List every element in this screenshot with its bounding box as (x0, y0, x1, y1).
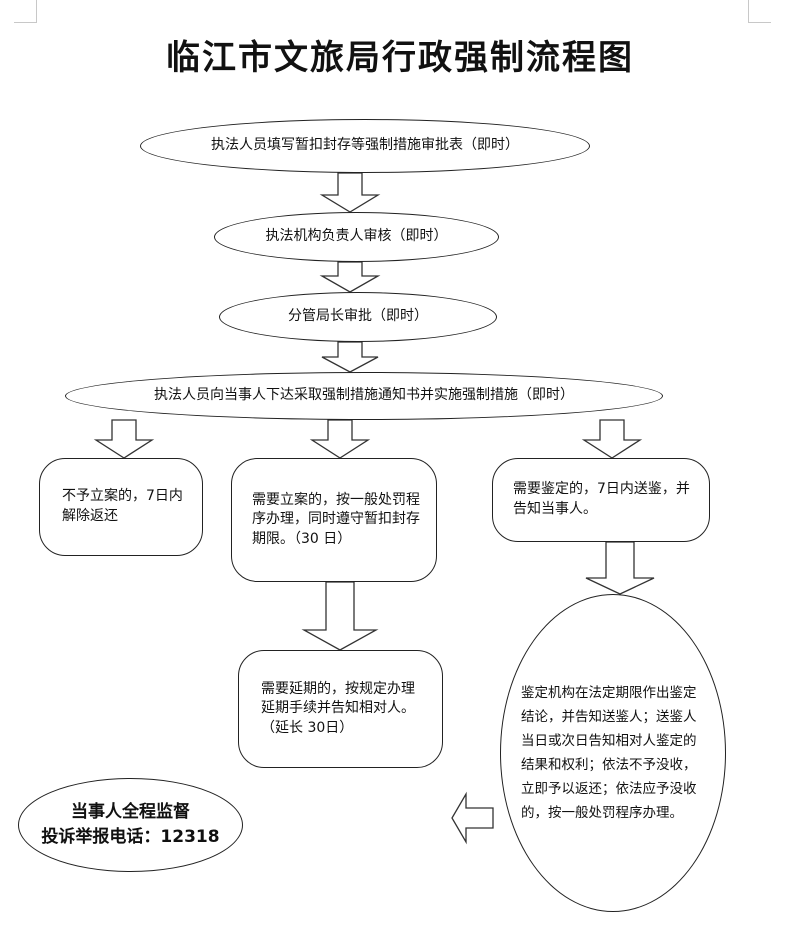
arrow-down-2 (319, 261, 381, 293)
arrow-left-supervision (451, 791, 494, 845)
page-corner-mark-left (14, 0, 37, 23)
page-corner-mark-right (748, 0, 771, 23)
node-director-approval: 分管局长审批（即时） (219, 292, 497, 342)
node-agency-review: 执法机构负责人审核（即时） (214, 212, 499, 262)
arrow-down-1 (319, 172, 381, 213)
node-appraisal-needed: 需要鉴定的，7日内送鉴，并告知当事人。 (492, 458, 710, 542)
node-appraisal-result: 鉴定机构在法定期限作出鉴定结论，并告知送鉴人；送鉴人当日或次日告知相对人鉴定的结… (500, 594, 726, 912)
node-whole-process-supervision: 当事人全程监督 投诉举报电话：12318 (18, 778, 243, 872)
arrow-down-right (581, 419, 643, 459)
complaint-hotline: 投诉举报电话：12318 (41, 827, 220, 847)
page-title: 临江市文旅局行政强制流程图 (166, 38, 634, 78)
arrow-down-middle (309, 419, 371, 459)
node-fill-approval-form: 执法人员填写暂扣封存等强制措施审批表（即时） (140, 119, 590, 173)
node-no-case-return: 不予立案的，7日内解除返还 (39, 458, 203, 556)
arrow-down-extension (301, 581, 379, 651)
arrow-down-3 (321, 341, 379, 373)
node-extension: 需要延期的，按规定办理延期手续并告知相对人。（延长 30日） (238, 650, 443, 768)
node-case-filed: 需要立案的，按一般处罚程序办理，同时遵守暂扣封存期限。（30 日） (231, 458, 437, 582)
arrow-down-appraisal (585, 541, 655, 595)
node-notify-party: 执法人员向当事人下达采取强制措施通知书并实施强制措施（即时） (65, 372, 663, 420)
arrow-down-left (93, 419, 155, 459)
supervision-text: 当事人全程监督 (71, 802, 190, 823)
